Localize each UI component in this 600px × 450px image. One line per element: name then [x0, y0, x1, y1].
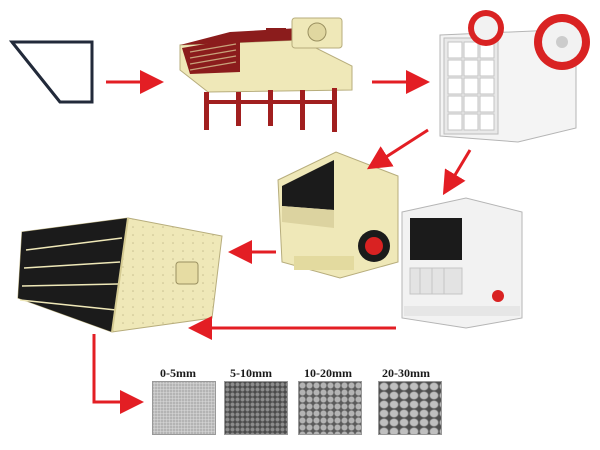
jaw-crusher-icon — [439, 10, 590, 143]
aggregate-sample-coarse-gravel-icon — [378, 381, 442, 435]
flow-arrows — [92, 70, 472, 414]
aggregate-sample-fine-sand-icon — [152, 381, 216, 435]
aggregate-sample-fine-gravel-icon — [224, 381, 288, 435]
aggregate-sample-medium-gravel-icon — [298, 381, 362, 435]
impact-crusher-icon — [277, 151, 399, 279]
product-label-20-30mm: 20-30mm — [382, 366, 430, 380]
vibrating-feeder-icon — [179, 17, 353, 132]
vibrating-screen-icon — [17, 217, 223, 333]
product-label-0-5mm: 0-5mm — [160, 366, 196, 380]
arrow-screen-to-products — [92, 334, 144, 414]
arrow-jaw-to-impact — [366, 128, 429, 170]
product-label-10-20mm: 10-20mm — [304, 366, 352, 380]
product-label-5-10mm: 5-10mm — [230, 366, 272, 380]
hopper-icon — [8, 40, 94, 104]
arrow-jaw-to-white-impact — [442, 149, 472, 196]
impact-crusher-white-icon — [401, 197, 523, 329]
